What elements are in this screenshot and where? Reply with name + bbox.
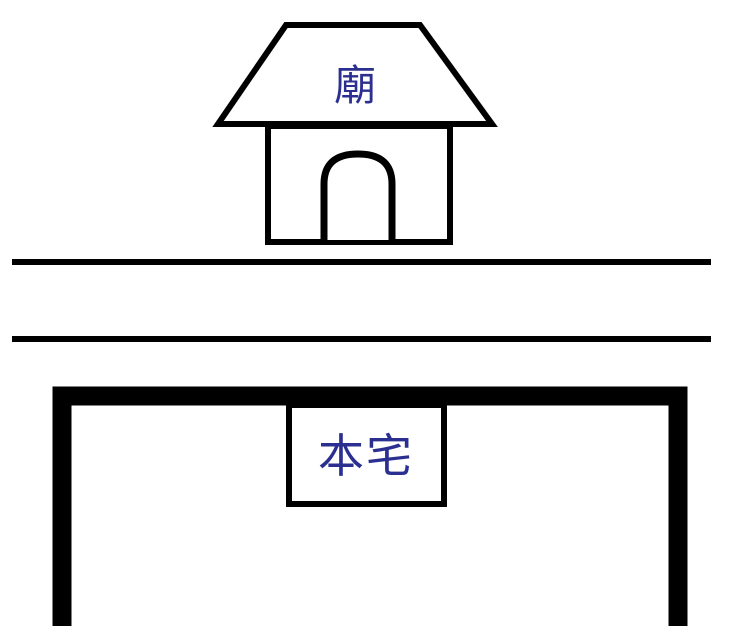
property-boundary [52,386,688,626]
house-label: 本宅 [318,429,414,483]
temple-label: 廟 [334,61,376,110]
road [12,259,711,342]
temple-roof [212,22,498,127]
temple: 廟 [212,22,498,245]
temple-door [320,150,396,240]
house: 本宅 [286,402,447,507]
house-box [286,402,447,507]
